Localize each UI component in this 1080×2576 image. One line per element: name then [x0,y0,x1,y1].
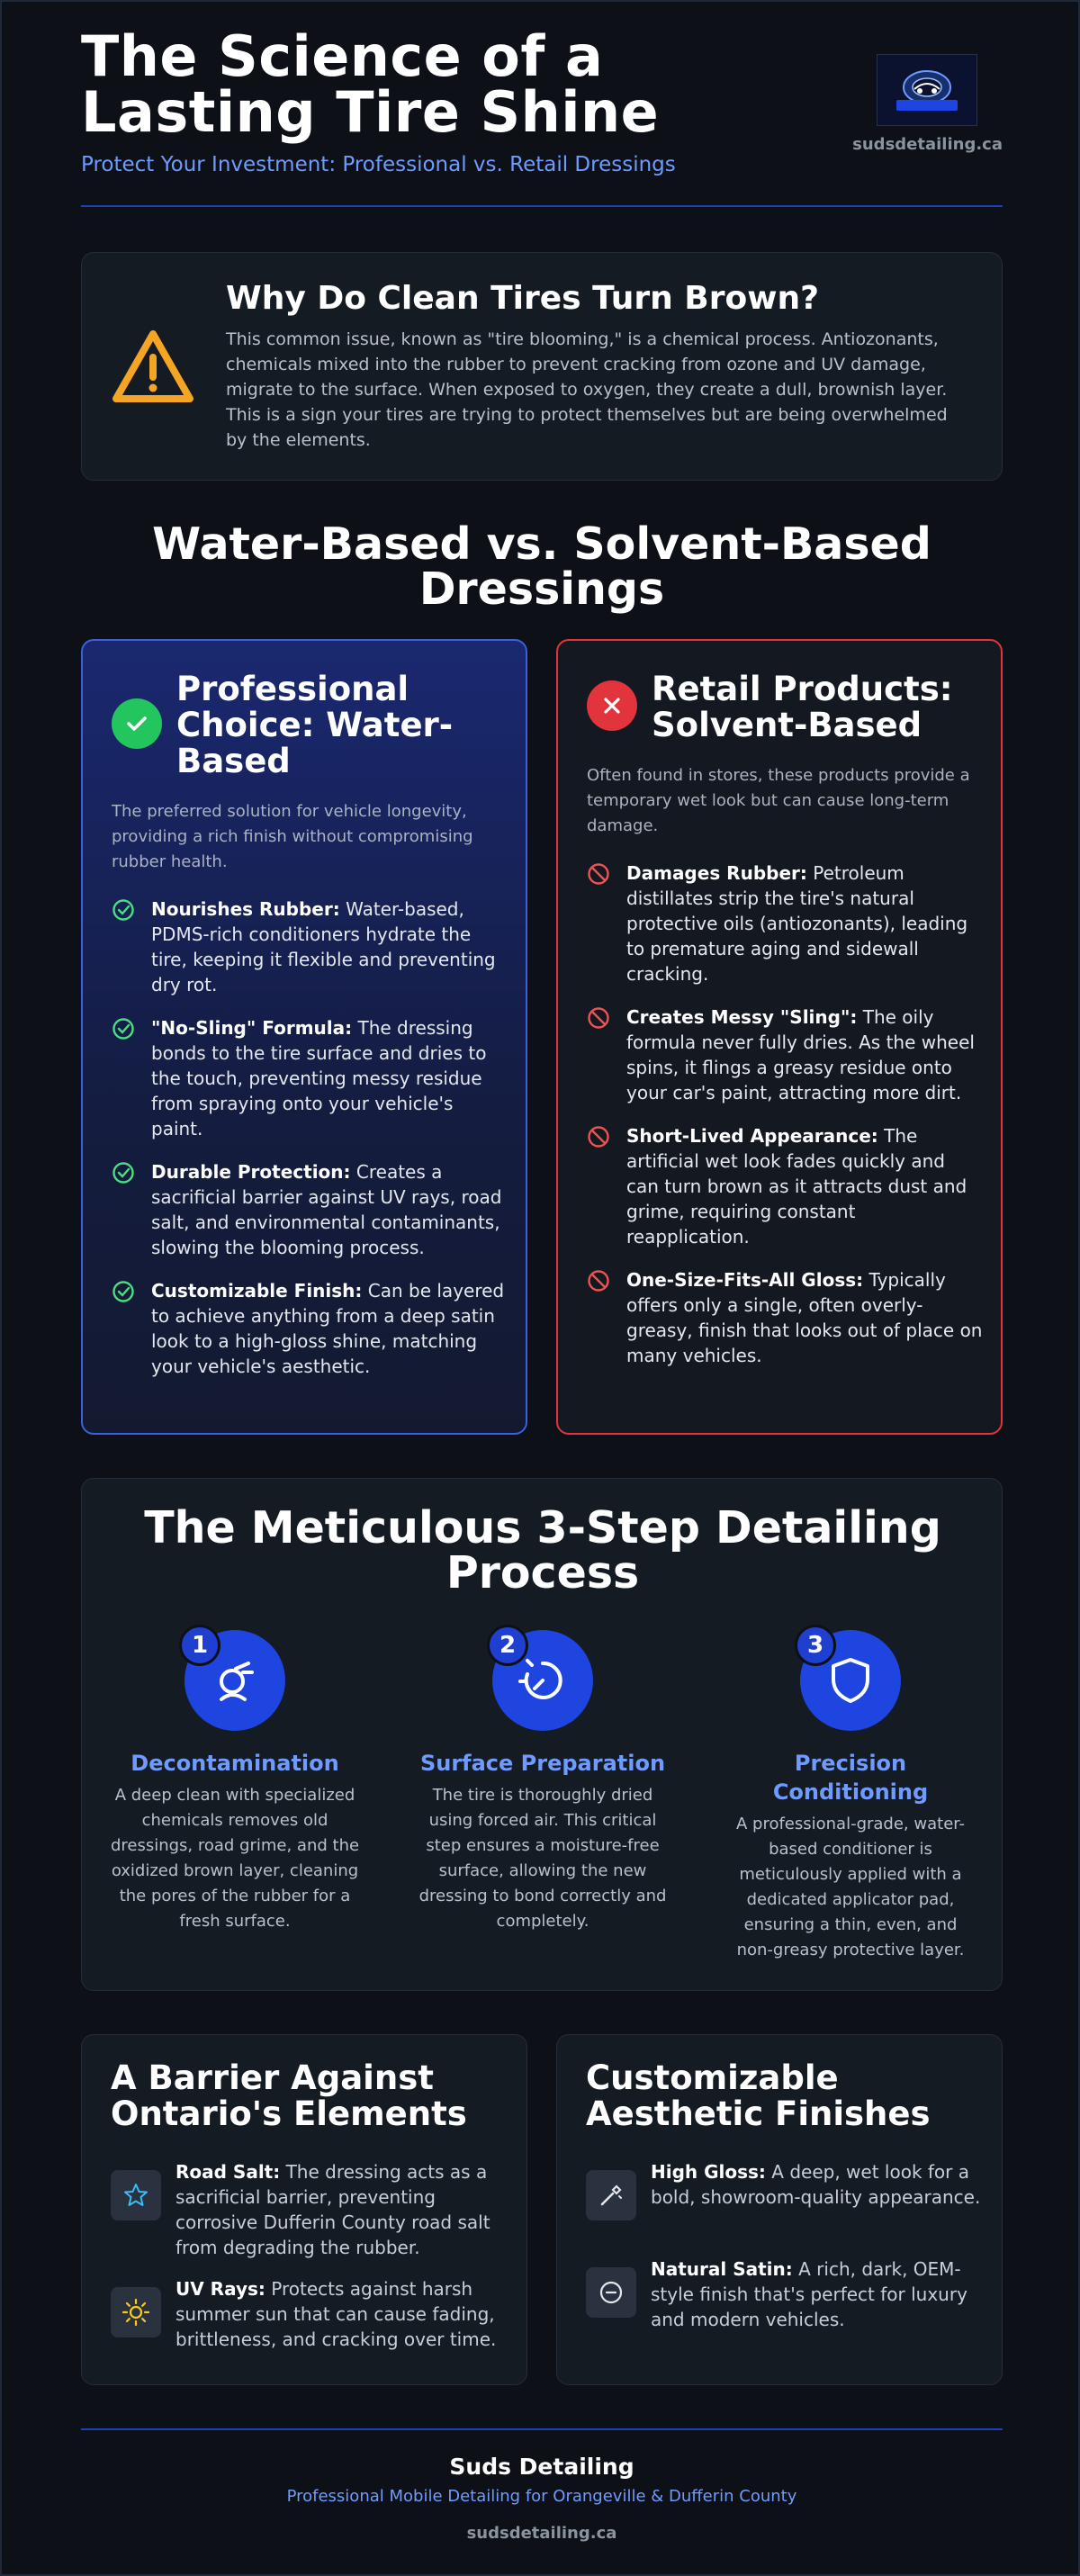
header-divider [81,205,1003,207]
list-item: One-Size-Fits-All Gloss: Typically offer… [587,1267,983,1368]
barrier-text: Road Salt: The dressing acts as a sacrif… [176,2161,490,2258]
x-badge-icon [587,680,637,731]
professional-title: Professional Choice: Water-Based [176,670,454,780]
spray-bottle-icon [220,1662,254,1701]
minus-circle-icon [586,2267,636,2318]
warning-triangle-icon [112,330,194,402]
step-text: A deep clean with specialized chemicals … [110,1786,360,1931]
why-title: Why Do Clean Tires Turn Brown? [226,280,819,317]
header: The Science of a Lasting Tire Shine Prot… [81,29,1003,182]
page-title: The Science of a Lasting Tire Shine [81,23,660,145]
why-brown-card: Why Do Clean Tires Turn Brown? This comm… [81,252,1003,481]
sun-icon [111,2287,161,2337]
check-badge-icon [112,698,162,749]
list-item: Customizable Finish: Can be layered to a… [112,1278,508,1379]
list-item: Durable Protection: Creates a sacrificia… [112,1159,508,1260]
timer-icon [518,1659,562,1699]
wand-icon [586,2170,636,2220]
check-circle-icon [112,1018,134,1040]
finish-text: High Gloss: A deep, wet look for a bold,… [651,2161,981,2208]
step-title: Decontamination [130,1751,339,1776]
site-url[interactable]: sudsdetailing.ca [852,135,1003,154]
ban-icon [588,1007,609,1029]
ban-icon [588,863,609,885]
retail-title: Retail Products: Solvent-Based [652,670,953,744]
professional-card: Professional Choice: Water-Based The pre… [81,639,527,1435]
logo-emblem-icon [896,70,958,111]
page-subtitle: Protect Your Investment: Professional vs… [81,153,676,176]
why-body: This common issue, known as "tire bloomi… [226,329,948,450]
footer-url[interactable]: sudsdetailing.ca [466,2524,617,2543]
ban-icon [588,1126,609,1148]
step-number: 1 [179,1625,220,1666]
list-item: Damages Rubber: Petroleum distillates st… [587,860,983,986]
step-text: The tire is thoroughly dried using force… [418,1786,667,1931]
finishes-card: Customizable Aesthetic Finishes High Glo… [556,2034,1003,2385]
retail-list: Damages Rubber: Petroleum distillates st… [587,860,983,1368]
finish-text: Natural Satin: A rich, dark, OEM-style f… [651,2258,968,2330]
list-item: Nourishes Rubber: Water-based, PDMS-rich… [112,896,508,997]
process-step-3: 3 Precision Conditioning A professional-… [716,1625,986,1963]
ban-icon [588,1270,609,1292]
process-title: The Meticulous 3-Step Detailing Process [144,1502,941,1599]
barrier-title: A Barrier Against Ontario's Elements [111,2058,467,2133]
step-circle: 2 [487,1625,593,1731]
retail-card: Retail Products: Solvent-Based Often fou… [556,639,1003,1435]
step-circle: 3 [795,1625,901,1731]
comparison-title: Water-Based vs. Solvent-Based Dressings [152,518,932,615]
snowflake-icon [111,2170,161,2220]
process-step-2: 2 Surface Preparation The tire is thorou… [408,1625,678,1934]
check-circle-icon [112,1281,134,1302]
barrier-text: UV Rays: Protects against harsh summer s… [176,2278,497,2350]
retail-intro: Often found in stores, these products pr… [587,766,970,835]
barrier-card: A Barrier Against Ontario's Elements Roa… [81,2034,527,2385]
check-circle-icon [112,899,134,921]
process-step-1: 1 Decontamination A deep clean with spec… [100,1625,370,1934]
finishes-title: Customizable Aesthetic Finishes [586,2058,931,2133]
step-text: A professional-grade, water-based condit… [735,1815,966,1959]
footer: Suds Detailing Professional Mobile Detai… [81,2454,1003,2543]
list-item: "No-Sling" Formula: The dressing bonds t… [112,1015,508,1141]
brand-logo [877,54,977,126]
professional-intro: The preferred solution for vehicle longe… [112,802,473,871]
footer-brand-name: Suds Detailing [449,2454,634,2480]
shield-icon [832,1658,869,1703]
step-number: 3 [795,1625,836,1666]
check-circle-icon [112,1162,134,1184]
step-number: 2 [487,1625,528,1666]
process-card: The Meticulous 3-Step Detailing Process … [81,1478,1003,1991]
step-circle: 1 [179,1625,285,1731]
professional-list: Nourishes Rubber: Water-based, PDMS-rich… [112,896,508,1379]
list-item: Short-Lived Appearance: The artificial w… [587,1123,983,1249]
list-item: Creates Messy "Sling": The oily formula … [587,1004,983,1105]
step-title: Precision Conditioning [772,1751,929,1805]
footer-divider [81,2428,1003,2430]
footer-tagline: Professional Mobile Detailing for Orange… [286,2487,797,2506]
step-title: Surface Preparation [419,1751,666,1776]
